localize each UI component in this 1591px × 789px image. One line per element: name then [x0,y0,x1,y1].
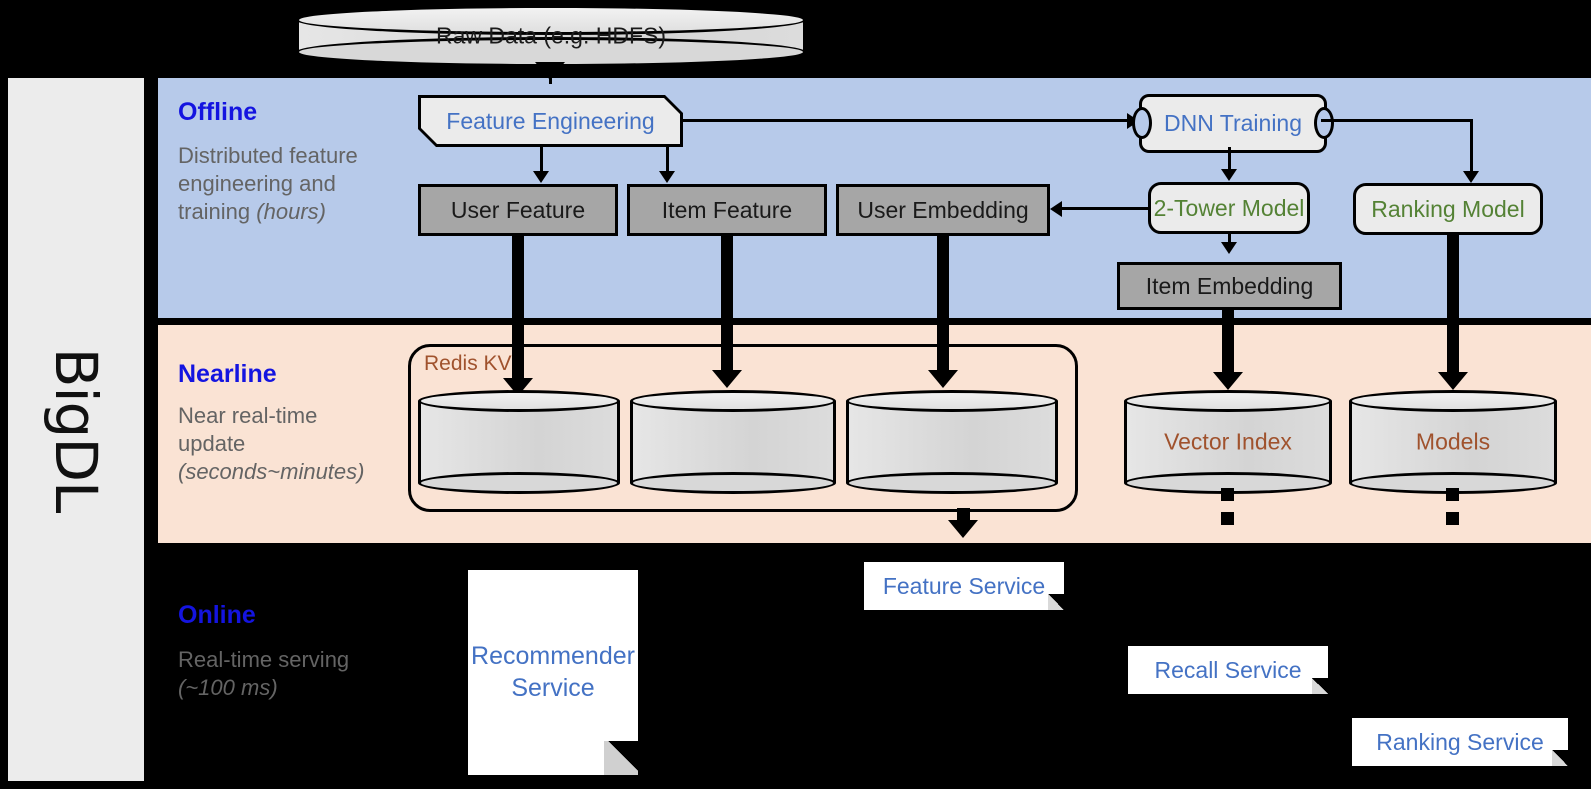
ranking-service-note[interactable]: Ranking Service [1352,718,1568,766]
connector-node-vectorindex-1 [1221,488,1234,501]
connector-fe-to-userfeature [540,147,543,171]
models-label: Models [1415,428,1491,455]
offline-subtitle-main: Distributed feature engineering and trai… [178,143,358,225]
dnn-training-box[interactable]: DNN Training [1139,94,1327,153]
recommender-service-label: Recommender Service [471,642,635,702]
item-feature-box[interactable]: Item Feature [627,184,827,236]
ranking-service-label: Ranking Service [1376,728,1544,755]
arrow-twotower-to-itemembedding [1221,242,1237,254]
raw-data-cylinder: Raw Data (e.g. HDFS) [296,5,806,67]
nearline-subtitle-italic: (seconds~minutes) [178,459,365,485]
cylinder-bottom [630,472,836,494]
stage-subtitle-online: Real-time serving (~100 ms) [178,646,388,702]
stage-title-nearline: Nearline [178,360,277,388]
arrow-kv-to-feature-service [948,520,978,538]
connector-dnn-to-ranking-v [1470,119,1473,171]
stage-title-offline: Offline [178,98,258,126]
cylinder-body [846,401,1058,483]
bigdl-label: BigDL [42,347,110,512]
cylinder-body [1124,401,1332,483]
ranking-model-box[interactable]: Ranking Model [1353,183,1543,235]
recall-service-label: Recall Service [1154,656,1302,683]
cylinder-top [296,5,806,35]
stage-subtitle-offline: Distributed feature engineering and trai… [178,142,388,226]
page-fold-icon [604,741,638,775]
item-embedding-label: Item Embedding [1145,272,1314,299]
cylinder-body [1349,401,1557,483]
user-embedding-box[interactable]: User Embedding [836,184,1050,236]
kv-cylinder-3 [846,390,1058,494]
raw-data-label: Raw Data (e.g. HDFS) [435,22,667,49]
cylinder-bottom [846,472,1058,494]
connector-dnn-to-twotower [1228,147,1231,169]
feature-engineering-box[interactable]: Feature Engineering [418,95,683,147]
online-subtitle-italic: (~100 ms) [178,675,278,701]
pipe-itemfeature-to-kv [721,236,733,376]
pipe-userfeature-to-kv [512,236,524,386]
connector-dnn-to-ranking-h [1321,119,1473,122]
connector-fe-to-itemfeature [666,147,669,171]
cylinder-top [630,390,836,412]
pipe-rankingmodel-to-models [1447,234,1459,378]
user-feature-label: User Feature [450,196,586,223]
feature-engineering-label: Feature Engineering [421,98,680,144]
arrow-dnn-to-ranking [1463,171,1479,183]
cylinder-top [418,390,620,412]
kv-cylinder-1 [418,390,620,494]
dnn-training-label: DNN Training [1163,110,1303,136]
two-tower-model-label: 2-Tower Model [1153,194,1305,221]
connector-twotower-to-itemembedding [1228,234,1231,242]
vector-index-cylinder[interactable]: Vector Index [1124,390,1332,494]
recall-service-note[interactable]: Recall Service [1128,646,1328,694]
feature-service-label: Feature Service [882,572,1046,599]
arrow-userembedding-to-kv [928,370,958,388]
cylinder-top [1349,390,1557,412]
connector-twotower-to-userembedding [1060,207,1150,210]
cylinder-body [630,401,836,483]
arrow-raw-to-fe [535,62,565,80]
item-feature-label: Item Feature [661,196,793,223]
page-fold-icon [1552,750,1568,766]
redis-kv-label: Redis KV [424,352,512,375]
page-fold-icon [1312,678,1328,694]
connector-node-models-2 [1446,512,1459,525]
connector-node-vectorindex-2 [1221,512,1234,525]
connector-fe-to-dnn [683,119,1127,122]
arrow-rankingmodel-to-models [1438,372,1468,390]
models-cylinder[interactable]: Models [1349,390,1557,494]
stage-title-online: Online [178,601,256,629]
item-embedding-box[interactable]: Item Embedding [1117,262,1342,310]
offline-subtitle-italic: (hours) [256,199,326,225]
cylinder-bottom [418,472,620,494]
two-tower-model-box[interactable]: 2-Tower Model [1148,182,1310,234]
cylinder-top [1124,390,1332,412]
pipe-userembedding-to-kv [937,236,949,376]
user-embedding-label: User Embedding [857,196,1029,223]
pipe-itemembedding-to-vectorindex [1222,310,1234,378]
redis-kv-container [408,344,1078,512]
online-subtitle-main: Real-time serving [178,647,350,672]
nearline-subtitle-main: Near real-time update [178,403,318,457]
arrow-dnn-to-twotower [1221,169,1237,181]
bigdl-sidebar: BigDL [8,78,144,781]
dnn-brace-left [1132,107,1152,139]
connector-node-feature-service [957,508,970,521]
cylinder-top [846,390,1058,412]
arrow-itemembedding-to-vectorindex [1213,372,1243,390]
arrow-fe-to-itemfeature [659,171,675,183]
connector-node-models-1 [1446,488,1459,501]
recommender-service-note[interactable]: Recommender Service [468,570,638,775]
arrow-fe-to-userfeature [533,171,549,183]
user-feature-box[interactable]: User Feature [418,184,618,236]
stage-subtitle-nearline: Near real-time update (seconds~minutes) [178,402,388,486]
vector-index-label: Vector Index [1164,428,1292,455]
dnn-brace-right [1314,107,1334,139]
feature-service-note[interactable]: Feature Service [864,562,1064,610]
page-fold-icon [1048,594,1064,610]
kv-cylinder-2 [630,390,836,494]
arrow-twotower-to-userembedding [1050,201,1062,217]
ranking-model-label: Ranking Model [1371,195,1525,222]
cylinder-body [418,401,620,483]
arrow-itemfeature-to-kv [712,370,742,388]
